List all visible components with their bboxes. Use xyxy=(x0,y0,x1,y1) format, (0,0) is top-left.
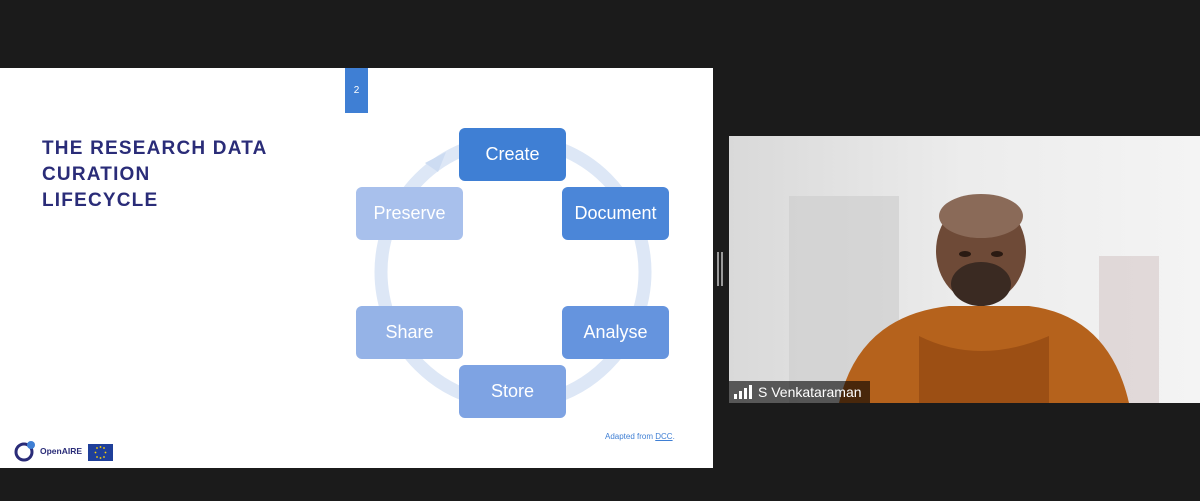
openaire-logo-text: OpenAIRE xyxy=(40,446,83,456)
slide-title: THE RESEARCH DATA CURATION LIFECYCLE xyxy=(42,136,302,214)
lifecycle-ring xyxy=(374,133,652,411)
panel-resize-handle[interactable] xyxy=(717,252,723,286)
slide-title-line-2: CURATION xyxy=(42,164,151,185)
participant-video-frame xyxy=(729,136,1200,403)
openaire-logo: OpenAIRE xyxy=(14,440,82,462)
cycle-arrow-icon xyxy=(425,152,446,172)
slide-credit: Adapted from DCC. xyxy=(605,432,675,441)
stage-document: Document xyxy=(562,187,669,240)
slide-page-number: 2 xyxy=(345,68,368,113)
stage-create: Create xyxy=(459,128,566,181)
stage-share: Share xyxy=(356,306,463,359)
stage-store: Store xyxy=(459,365,566,418)
stage-analyse: Analyse xyxy=(562,306,669,359)
participant-name: S Venkataraman xyxy=(758,384,862,400)
credit-suffix: . xyxy=(672,432,675,441)
openaire-logo-icon xyxy=(14,441,35,462)
presentation-slide: 2 THE RESEARCH DATA CURATION LIFECYCLE C… xyxy=(0,68,713,468)
slide-title-line-3: LIFECYCLE xyxy=(42,190,159,211)
eu-flag-icon xyxy=(88,444,113,461)
stage-preserve: Preserve xyxy=(356,187,463,240)
slide-title-line-1: THE RESEARCH DATA xyxy=(42,138,268,159)
signal-strength-icon xyxy=(734,385,752,399)
participant-name-tag: S Venkataraman xyxy=(729,381,870,403)
credit-prefix: Adapted from xyxy=(605,432,656,441)
credit-link: DCC xyxy=(655,432,673,441)
participant-video[interactable]: S Venkataraman xyxy=(729,136,1200,403)
